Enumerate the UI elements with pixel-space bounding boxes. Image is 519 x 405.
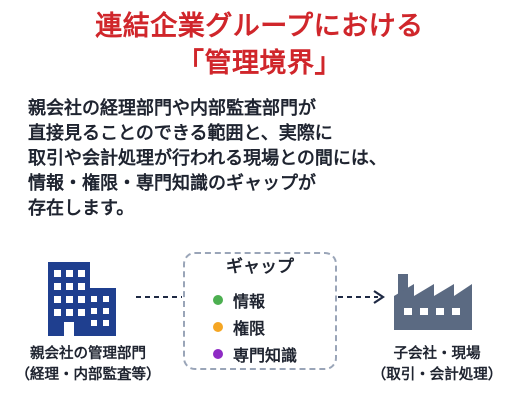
- subsidiary-label-line-2: （取引・会計処理）: [371, 367, 503, 383]
- gap-list: 情報 権限 専門知識: [213, 286, 297, 367]
- parent-company-label: 親会社の管理部門 （経理・内部監査等）: [0, 344, 176, 386]
- gap-item-label: 情報: [233, 291, 266, 311]
- description-line: 情報・権限・専門知識のギャップが: [28, 173, 316, 194]
- parent-company-label-line-1: 親会社の管理部門: [30, 346, 146, 362]
- green-dot-icon: [213, 294, 223, 305]
- gap-item-label: 権限: [233, 318, 266, 338]
- parent-company-label-line-2: （経理・内部監査等）: [15, 367, 161, 383]
- gap-title: ギャップ: [226, 257, 294, 277]
- office-building-icon: [48, 262, 116, 336]
- subsidiary-label: 子会社・現場 （取引・会計処理）: [362, 344, 512, 386]
- description-line: 取引や会計処理が行われる現場との間には、: [28, 148, 387, 169]
- gap-item-expertise: 専門知識: [213, 340, 297, 367]
- title-line-2: 「管理境界」: [177, 48, 342, 79]
- description-line: 親会社の経理部門や内部監査部門が: [28, 98, 316, 119]
- right-dashed-arrow: [338, 290, 385, 304]
- gap-item-authority: 権限: [213, 313, 297, 340]
- factory-icon: [394, 274, 472, 330]
- description-line: 存在します。: [28, 198, 135, 219]
- subsidiary-label-line-1: 子会社・現場: [393, 346, 481, 362]
- description-text: 親会社の経理部門や内部監査部門が 直接見ることのできる範囲と、実際に 取引や会計…: [28, 96, 498, 221]
- description-line: 直接見ることのできる範囲と、実際に: [28, 123, 333, 144]
- title-line-1: 連結企業グループにおける: [95, 11, 424, 42]
- gap-item-label: 専門知識: [233, 345, 298, 365]
- diagram-title: 連結企業グループにおける 「管理境界」: [0, 8, 519, 82]
- purple-dot-icon: [213, 348, 223, 359]
- left-dashed-connector: [136, 296, 182, 298]
- orange-dot-icon: [213, 321, 223, 332]
- gap-box: ギャップ 情報 権限 専門知識: [183, 252, 337, 370]
- gap-item-info: 情報: [213, 286, 297, 313]
